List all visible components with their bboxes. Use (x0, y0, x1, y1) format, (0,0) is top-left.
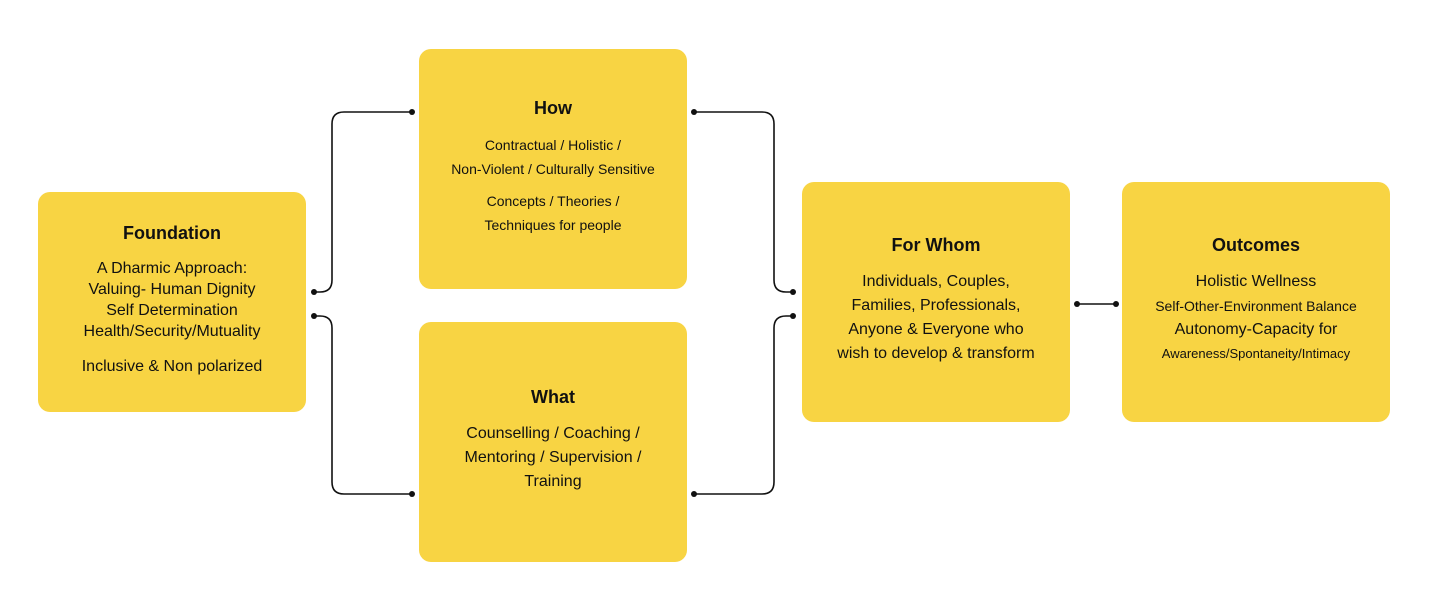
foundation-text-line: Self Determination (106, 302, 238, 319)
foundation-text-group: Inclusive & Non polarized (82, 356, 263, 377)
connector-dot (790, 313, 796, 319)
foundation-text-group: A Dharmic Approach: Valuing- Human Dignit… (84, 258, 261, 342)
for-whom-box: For Whom Individuals, Couples, Families, … (802, 182, 1070, 422)
what-text-line: Mentoring / Supervision / (464, 448, 642, 466)
foundation-text-line: A Dharmic Approach: (96, 260, 248, 277)
outcomes-text-line: Self-Other-Environment Balance (1155, 297, 1357, 314)
for-whom-text-line: Individuals, Couples, (862, 272, 1010, 290)
connector-dot (311, 313, 317, 319)
how-text-group: Contractual / Holistic / Non-Violent / Cu… (451, 133, 655, 181)
connector-dot (691, 491, 697, 497)
for-whom-text-line: wish to develop & transform (837, 344, 1035, 362)
for-whom-text-group: Individuals, Couples, Families, Professio… (837, 270, 1034, 366)
connector-dot (311, 289, 317, 295)
outcomes-text-line: Awareness/Spontaneity/Intimacy (1161, 345, 1351, 361)
outcomes-title: Outcomes (1211, 234, 1301, 255)
outcomes-text-line: Holistic Wellness (1195, 272, 1317, 290)
foundation-text-line: Health/Security/Mutuality (83, 323, 261, 340)
what-title: What (531, 386, 575, 407)
for-whom-text-line: Anyone & Everyone who (848, 320, 1024, 338)
foundation-box: Foundation A Dharmic Approach: Valuing- H… (38, 192, 306, 412)
connector-dot (409, 491, 415, 497)
how-text-line: Non-Violent / Culturally Sensitive (451, 160, 655, 177)
connector-dot (409, 109, 415, 115)
what-text-line: Training (524, 472, 582, 490)
how-text-line: Techniques for people (484, 216, 622, 233)
connector-how-forwhom (694, 111, 793, 293)
for-whom-title: For Whom (891, 234, 981, 255)
foundation-text-line: Valuing- Human Dignity (88, 281, 256, 298)
connector-dot (790, 289, 796, 295)
for-whom-text-line: Families, Professionals, (851, 296, 1021, 314)
connector-dot (691, 109, 697, 115)
what-text-group: Counselling / Coaching / Mentoring / Supe… (465, 422, 642, 494)
how-text-group: Concepts / Theories / Techniques for peop… (485, 189, 622, 237)
foundation-title: Foundation (123, 223, 221, 243)
foundation-text-line: Inclusive & Non polarized (81, 358, 263, 375)
how-title: How (534, 97, 572, 118)
connector-dot (1113, 301, 1119, 307)
how-box: How Contractual / Holistic / Non-Violent … (419, 49, 687, 289)
connector-dot (1074, 301, 1080, 307)
connector-foundation-how (314, 111, 412, 293)
what-box: What Counselling / Coaching / Mentoring /… (419, 322, 687, 562)
connector-what-forwhom (694, 315, 793, 495)
how-text-line: Concepts / Theories / (486, 192, 620, 209)
how-text-line: Contractual / Holistic / (484, 136, 622, 153)
connector-foundation-what (314, 315, 412, 495)
what-text-line: Counselling / Coaching / (466, 424, 640, 442)
outcomes-text-line: Autonomy-Capacity for (1174, 320, 1338, 338)
